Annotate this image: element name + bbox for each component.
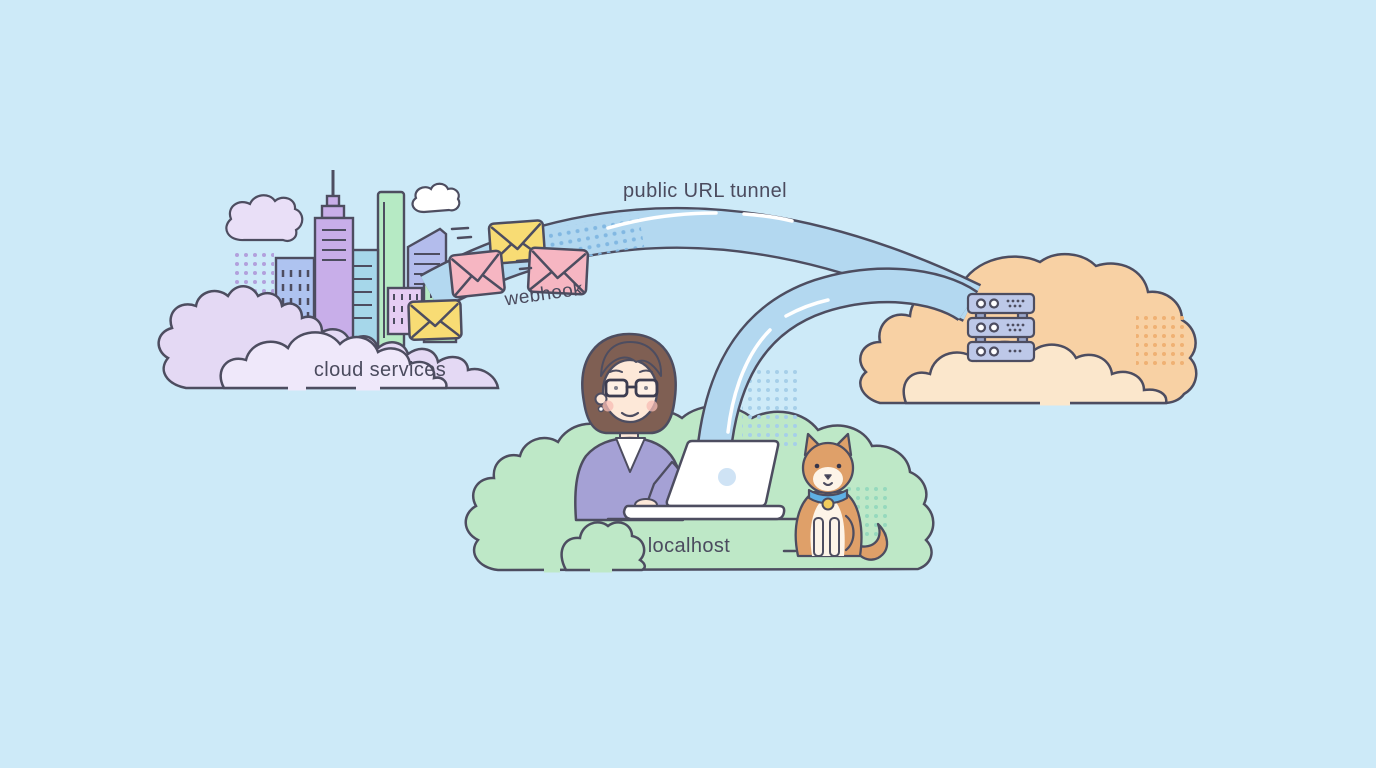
small-cloud-white	[411, 182, 461, 214]
blush	[602, 400, 658, 412]
smile	[620, 411, 640, 418]
halftone-dots-lightblue	[742, 368, 800, 446]
shirt	[615, 437, 646, 473]
dog-tag	[821, 497, 835, 511]
label-cloud-services: cloud services	[313, 359, 447, 381]
dog-eyes	[814, 463, 842, 469]
cloud-services-cloud	[157, 285, 500, 391]
hair-fringe	[600, 341, 663, 377]
ear	[594, 392, 608, 406]
dog-haunch	[844, 514, 855, 552]
dog-nose	[824, 474, 832, 480]
dog-leg	[829, 517, 840, 557]
laptop-icon	[622, 439, 786, 521]
small-cloud-lavender	[225, 194, 304, 242]
laptop-base	[622, 504, 786, 521]
label-public-url-tunnel: public URL tunnel	[623, 180, 787, 202]
eyes	[614, 386, 648, 390]
envelope-icon-pink-left	[448, 249, 506, 299]
laptop-logo-dot	[718, 468, 736, 486]
shiba-dog	[794, 432, 889, 561]
server-rack-icon	[966, 292, 1036, 363]
envelope-icon-yellow-bottom	[407, 299, 463, 341]
webhook-envelopes	[407, 219, 590, 341]
eyebrows	[609, 369, 653, 373]
dog-leg	[813, 517, 824, 557]
speed-lines	[450, 226, 533, 271]
localhost-tunnel-arc	[695, 267, 979, 465]
halftone-dots-orange	[1136, 312, 1186, 368]
glasses-icon	[604, 378, 659, 398]
dog-mouth	[823, 482, 833, 486]
envelope-icon-pink-right	[526, 246, 590, 296]
dog-collar	[807, 488, 849, 505]
label-localhost: localhost	[647, 535, 731, 557]
